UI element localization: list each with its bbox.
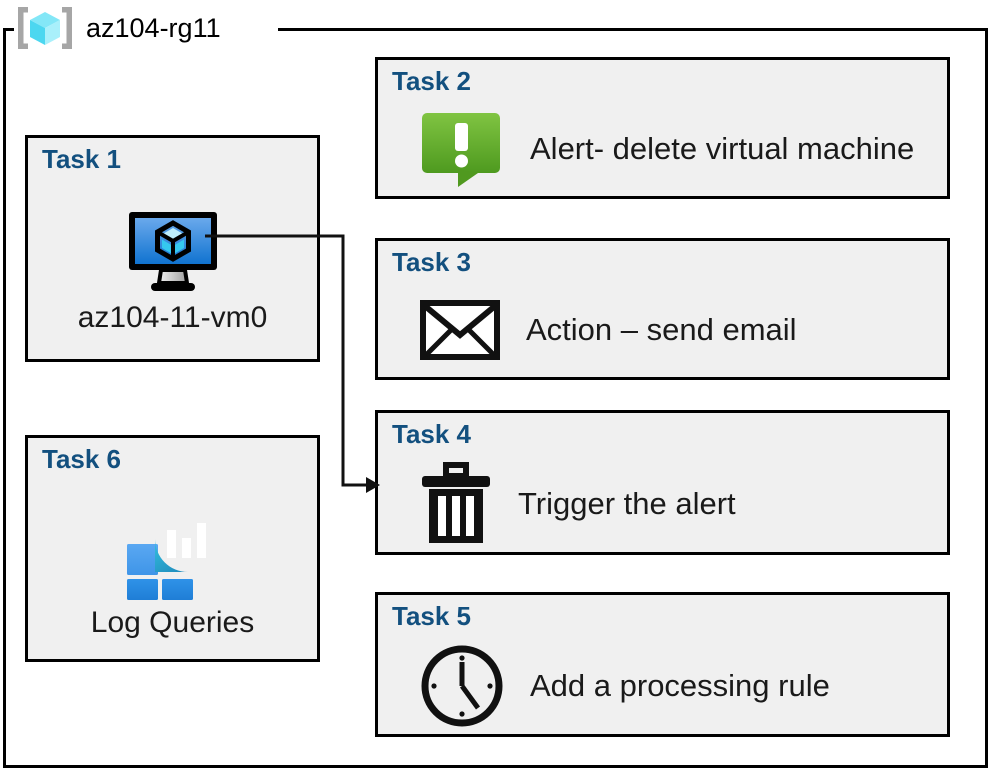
resource-group-frame-top-right bbox=[278, 28, 988, 31]
resource-group-label: az104-rg11 bbox=[14, 0, 227, 56]
task-5-body: Add a processing rule bbox=[420, 637, 937, 734]
task-4-caption: Trigger the alert bbox=[518, 485, 736, 521]
task-6-caption: Log Queries bbox=[90, 605, 255, 639]
log-analytics-icon bbox=[126, 505, 221, 600]
task-card-task-6[interactable]: Task 6 bbox=[25, 435, 320, 662]
task-2-body: Alert- delete virtual machine bbox=[420, 102, 937, 196]
task-1-body: az104-11-vm0 bbox=[28, 184, 317, 359]
task-card-task-4[interactable]: Task 4 Trigger the alert bbox=[375, 410, 950, 555]
clock-icon bbox=[421, 645, 503, 726]
task-card-task-1[interactable]: Task 1 bbox=[25, 135, 320, 362]
task-card-task-5[interactable]: Task 5 Add a processing rule bbox=[375, 592, 950, 737]
task-5-caption: Add a processing rule bbox=[530, 667, 830, 703]
task-1-title: Task 1 bbox=[42, 144, 122, 174]
task-4-title: Task 4 bbox=[392, 419, 472, 449]
task-4-body: Trigger the alert bbox=[420, 455, 937, 552]
task-3-caption: Action – send email bbox=[526, 312, 797, 347]
task-2-caption: Alert- delete virtual machine bbox=[530, 131, 915, 166]
alert-exclamation-icon bbox=[422, 113, 500, 187]
resource-group-frame bbox=[3, 28, 988, 768]
resource-group-cube-icon bbox=[18, 7, 72, 49]
task-2-title: Task 2 bbox=[392, 66, 472, 96]
task-6-body: Log Queries bbox=[28, 484, 317, 659]
task-3-title: Task 3 bbox=[392, 247, 472, 277]
task-card-task-2[interactable]: Task 2 Alert- delete virtual machine bbox=[375, 57, 950, 199]
resource-group-name: az104-rg11 bbox=[86, 12, 221, 43]
task-5-title: Task 5 bbox=[392, 601, 472, 631]
trash-can-icon bbox=[422, 461, 490, 543]
envelope-icon bbox=[420, 300, 500, 360]
task-card-task-3[interactable]: Task 3 Action – send email bbox=[375, 238, 950, 380]
task-6-title: Task 6 bbox=[42, 444, 122, 474]
task-3-body: Action – send email bbox=[420, 283, 937, 377]
task-1-caption: az104-11-vm0 bbox=[77, 300, 268, 334]
virtual-machine-icon bbox=[128, 211, 217, 291]
